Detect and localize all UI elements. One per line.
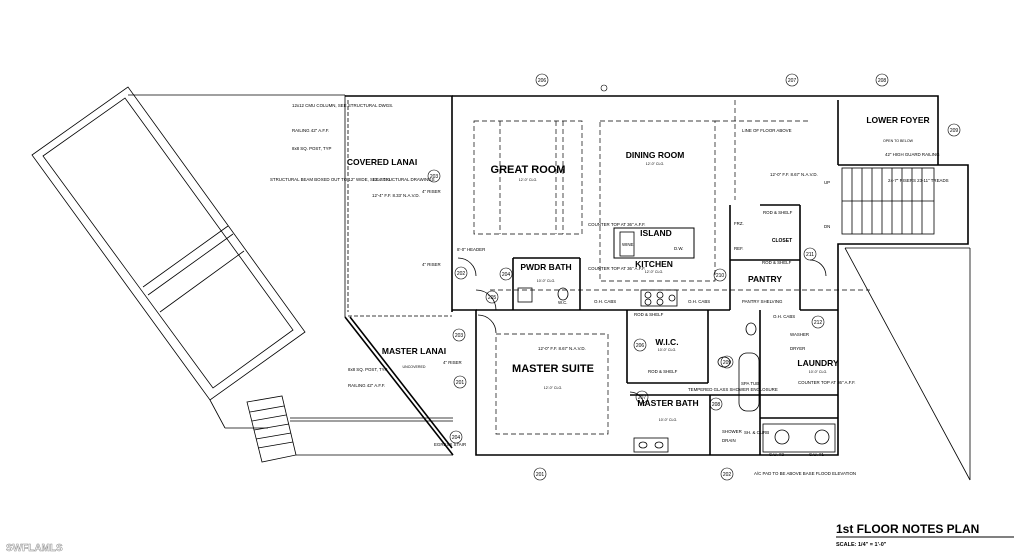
svg-text:201: 201 [536, 472, 545, 478]
svg-text:WASHER: WASHER [790, 332, 809, 337]
svg-text:8x8 SQ. POST, TYP: 8x8 SQ. POST, TYP [348, 367, 388, 372]
svg-text:209: 209 [723, 360, 732, 366]
plan-scale: SCALE: 1/4" = 1'-0" [836, 542, 887, 548]
svg-text:202: 202 [723, 472, 732, 478]
dining-room-label: DINING ROOM [626, 150, 685, 160]
svg-text:205: 205 [488, 295, 497, 301]
wic-label: W.I.C. [655, 337, 678, 347]
laundry-label: LAUNDRY [797, 358, 839, 368]
svg-text:DRYER: DRYER [790, 346, 805, 351]
svg-text:10'-0" CLG.: 10'-0" CLG. [809, 370, 828, 374]
svg-text:REF.: REF. [734, 246, 744, 251]
covered-lanai-label: COVERED LANAI [347, 157, 417, 167]
svg-text:12'-0" CLG.: 12'-0" CLG. [544, 386, 563, 390]
svg-text:ROD & SHELF: ROD & SHELF [648, 369, 678, 374]
svg-text:204: 204 [502, 272, 511, 278]
main-stair [841, 167, 935, 235]
svg-text:COUNTER TOP AT 36" A.F.F.: COUNTER TOP AT 36" A.F.F. [588, 222, 646, 227]
svg-text:SH. & CURB: SH. & CURB [744, 430, 769, 435]
svg-text:FRZ.: FRZ. [734, 221, 744, 226]
lower-foyer-label: LOWER FOYER [866, 115, 929, 125]
svg-text:DN: DN [824, 224, 830, 229]
svg-text:RAILING 42" A.F.F.: RAILING 42" A.F.F. [348, 383, 385, 388]
svg-text:201: 201 [456, 380, 465, 386]
svg-text:206: 206 [636, 343, 645, 349]
svg-text:8'-0" HEADER: 8'-0" HEADER [457, 247, 485, 252]
pool-outline [31, 86, 306, 401]
svg-text:207: 207 [788, 78, 797, 84]
svg-text:EGRESS STAIR: EGRESS STAIR [434, 442, 466, 447]
svg-text:O.H. CABS: O.H. CABS [594, 299, 616, 304]
svg-text:ROD & SHELF: ROD & SHELF [762, 260, 792, 265]
svg-text:10'-0" CLG.: 10'-0" CLG. [658, 348, 677, 352]
master-suite-label: MASTER SUITE [512, 363, 594, 375]
svg-text:12'-0" CLG.: 12'-0" CLG. [645, 270, 664, 274]
svg-text:ROD & SHELF: ROD & SHELF [634, 312, 664, 317]
svg-text:SPA TUB: SPA TUB [741, 381, 759, 386]
svg-text:211: 211 [806, 252, 814, 258]
watermark: SWFLAMLS [6, 543, 63, 554]
svg-text:12'-4" F.F. 8.33' N.A.V.D.: 12'-4" F.F. 8.33' N.A.V.D. [372, 193, 420, 198]
master-bath-label: MASTER BATH [637, 398, 698, 408]
svg-text:42" HIGH GUARD RAILING: 42" HIGH GUARD RAILING [885, 152, 940, 157]
deck-outline [128, 94, 453, 463]
svg-text:STRUCTURAL BEAM BOXED OUT TO 1: STRUCTURAL BEAM BOXED OUT TO 12" WIDE, S… [270, 177, 435, 182]
svg-text:UNCOVERED: UNCOVERED [403, 365, 426, 369]
svg-text:COUNTER TOP AT 36" A.F.F.: COUNTER TOP AT 36" A.F.F. [798, 380, 856, 385]
svg-text:D.W.: D.W. [674, 246, 684, 251]
svg-text:COUNTER TOP AT 36" A.F.F.: COUNTER TOP AT 36" A.F.F. [588, 266, 646, 271]
svg-text:ROD & SHELF: ROD & SHELF [763, 210, 793, 215]
svg-text:204: 204 [452, 435, 461, 441]
svg-text:W.C.: W.C. [558, 300, 568, 305]
svg-text:10'-0" CLG.: 10'-0" CLG. [537, 279, 556, 283]
svg-text:A/C PAD TO BE ABOVE BASE FLOOD: A/C PAD TO BE ABOVE BASE FLOOD ELEVATION [754, 471, 856, 476]
svg-text:208: 208 [712, 402, 721, 408]
svg-text:C.U. #2: C.U. #2 [769, 452, 784, 457]
svg-text:209: 209 [950, 128, 959, 134]
svg-text:RAILING 42" A.F.F.: RAILING 42" A.F.F. [292, 128, 329, 133]
svg-text:12'-0" F.F. 8.67' N.A.V.D.: 12'-0" F.F. 8.67' N.A.V.D. [770, 172, 818, 177]
closet-label: CLOSET [772, 238, 792, 244]
svg-text:LINE OF FLOOR ABOVE: LINE OF FLOOR ABOVE [742, 128, 792, 133]
island-label: ISLAND [640, 228, 672, 238]
svg-text:206: 206 [538, 78, 547, 84]
plan-title: 1st FLOOR NOTES PLAN [836, 522, 979, 536]
svg-text:212: 212 [814, 320, 823, 326]
master-lanai-label: MASTER LANAI [382, 346, 446, 356]
svg-text:PANTRY SHELVING: PANTRY SHELVING [742, 299, 783, 304]
note-cmu-column: 12x12 CMU COLUMN, SEE STRUCTURAL DWGS. [292, 103, 393, 108]
svg-text:8x8 SQ. POST, TYP: 8x8 SQ. POST, TYP [292, 146, 332, 151]
svg-text:12'-0" CLG.: 12'-0" CLG. [519, 178, 538, 182]
exterior-wall [345, 95, 453, 312]
great-room-label: GREAT ROOM [491, 164, 566, 176]
svg-text:WINE: WINE [622, 242, 634, 247]
svg-text:12'-0" F.F. 8.67' N.A.V.D.: 12'-0" F.F. 8.67' N.A.V.D. [538, 346, 586, 351]
svg-text:TEMPERED GLASS SHOWER ENCLOSUR: TEMPERED GLASS SHOWER ENCLOSURE [688, 387, 778, 392]
svg-text:10'-0" CLG.: 10'-0" CLG. [659, 418, 678, 422]
svg-text:202: 202 [457, 271, 466, 277]
svg-text:12'-4" CLG.: 12'-4" CLG. [373, 178, 392, 182]
svg-text:203: 203 [430, 174, 439, 180]
svg-text:203: 203 [455, 333, 464, 339]
svg-text:O.H. CABS: O.H. CABS [688, 299, 710, 304]
svg-text:SHOWER: SHOWER [722, 429, 742, 434]
svg-text:24-7" RISERS 23-11" TREADS: 24-7" RISERS 23-11" TREADS [888, 178, 949, 183]
svg-text:4" RISER: 4" RISER [422, 189, 441, 194]
lanai-structure [347, 100, 453, 317]
svg-text:DRAIN: DRAIN [722, 438, 736, 443]
pantry-label: PANTRY [748, 274, 782, 284]
svg-text:C.U. #1: C.U. #1 [809, 452, 824, 457]
pwdr-bath-label: PWDR BATH [520, 262, 571, 272]
svg-text:4" RISER: 4" RISER [443, 360, 462, 365]
svg-text:UP: UP [824, 180, 830, 185]
svg-text:4" RISER: 4" RISER [422, 262, 441, 267]
svg-text:208: 208 [878, 78, 887, 84]
svg-text:O.H. CABS: O.H. CABS [773, 314, 795, 319]
svg-text:OPEN TO BELOW: OPEN TO BELOW [883, 139, 914, 143]
svg-text:12'-0" CLG.: 12'-0" CLG. [646, 162, 665, 166]
svg-text:207: 207 [638, 395, 647, 401]
svg-text:210: 210 [716, 273, 725, 279]
kitchen-label: KITCHEN [635, 259, 673, 269]
